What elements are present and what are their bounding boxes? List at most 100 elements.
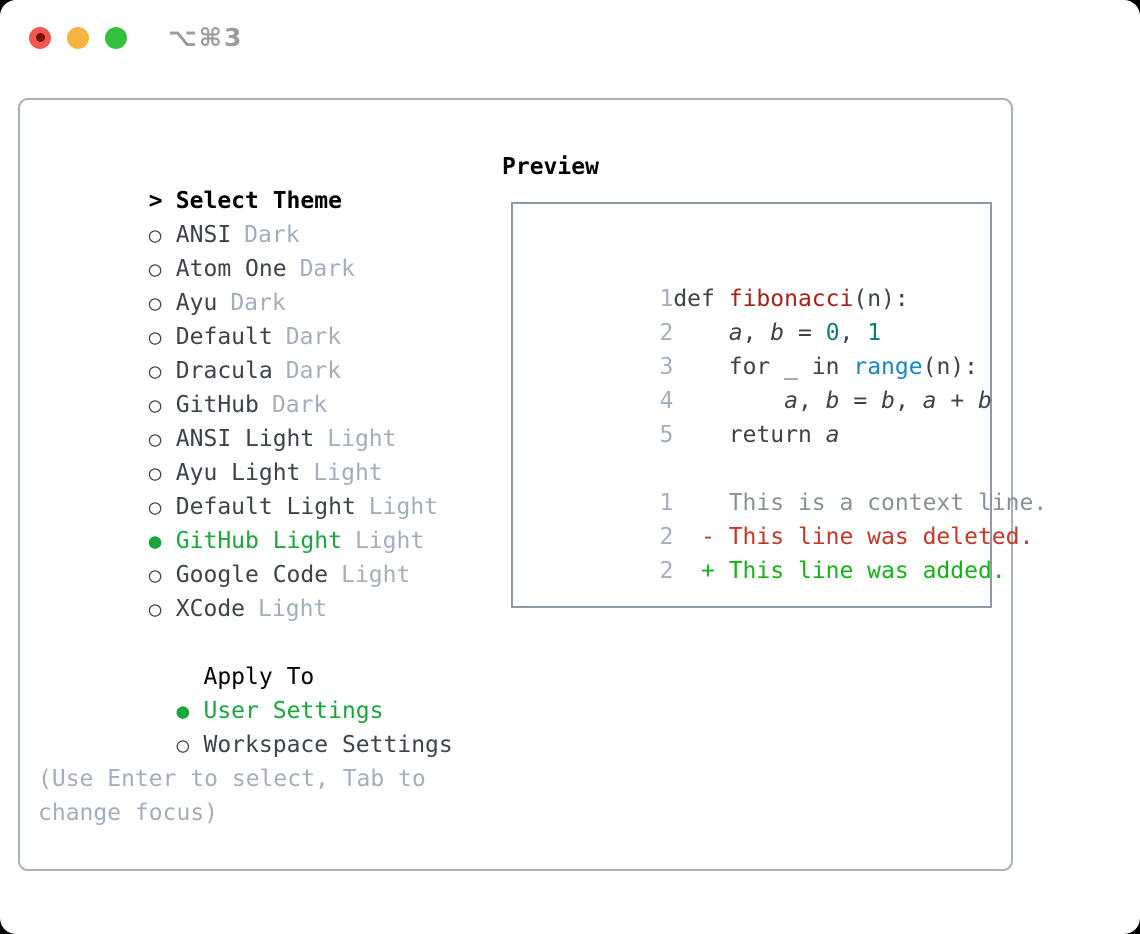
radio-icon [149, 456, 176, 490]
theme-variant: Light [258, 596, 328, 622]
theme-name: Ayu Light [175, 460, 301, 486]
diff-text: This line was added. [728, 558, 1006, 584]
radio-icon [176, 728, 203, 762]
theme-option-xcode[interactable]: XCode Light [38, 558, 502, 622]
code-token: , [839, 320, 868, 346]
code-token: , [742, 320, 771, 346]
code-line: 5 return a [521, 384, 982, 448]
line-number: 2 [659, 320, 674, 346]
line-number: 1 [659, 286, 674, 312]
apply-option-label: User Settings [203, 698, 384, 724]
diff-line-deleted: 2-This line was deleted. [521, 486, 1033, 550]
radio-icon [149, 320, 176, 354]
code-token: , [797, 388, 826, 414]
radio-icon [149, 388, 176, 422]
apply-option-label: Workspace Settings [203, 732, 453, 758]
zoom-button[interactable] [105, 26, 127, 49]
theme-variant: Dark [271, 392, 328, 418]
theme-name: Dracula [175, 358, 273, 384]
code-token: = [784, 320, 826, 346]
theme-name: Ayu [175, 290, 218, 316]
diff-line-added: 2 + This line was added. [521, 520, 1005, 584]
code-line: 3 for _ in range(n): [521, 316, 982, 380]
theme-name: XCode [175, 596, 246, 622]
theme-variant: Light [327, 426, 397, 452]
code-line: 2 a, b = 0, 1 [521, 282, 982, 346]
line-number: 2 [659, 524, 674, 550]
close-button[interactable] [29, 26, 51, 49]
code-line: 4 a, b = b, a + b [521, 350, 991, 414]
radio-icon [149, 490, 176, 524]
apply-option-workspace-settings[interactable]: Workspace Settings [38, 694, 502, 758]
line-number: 1 [659, 490, 674, 516]
theme-name: ANSI [175, 222, 232, 248]
code-token: def [673, 286, 729, 312]
line-number: 4 [659, 388, 674, 414]
theme-variant: Dark [285, 324, 342, 350]
code-token: a [922, 388, 937, 414]
titlebar: ⌥⌘3 [0, 0, 1140, 75]
diff-line-context: 1 This is a context line. [521, 452, 1047, 516]
code-token: (n): [853, 286, 909, 312]
theme-option-github-dark[interactable]: GitHub Dark [38, 354, 502, 418]
apply-to-header: Apply To [203, 664, 315, 690]
minimize-button[interactable] [67, 26, 89, 49]
select-theme-header: Select Theme [175, 188, 342, 214]
theme-option-dracula-dark[interactable]: Dracula Dark [38, 320, 502, 384]
cursor-icon: > [148, 188, 163, 214]
diff-plus-sign: + [701, 558, 715, 584]
apply-to-header-row: Apply To [38, 626, 502, 690]
help-text: (Use Enter to select, Tab to change focu… [38, 766, 426, 826]
theme-name: Default Light [175, 494, 356, 520]
theme-option-google-code[interactable]: Google Code Light [38, 524, 502, 588]
theme-option-default-light[interactable]: Default Light Light [38, 456, 502, 520]
code-token: fibonacci [728, 286, 854, 312]
theme-option-ayu-dark[interactable]: Ayu Dark [38, 252, 502, 316]
theme-option-ayu-light[interactable]: Ayu Light Light [38, 422, 502, 486]
theme-variant: Light [368, 494, 439, 520]
radio-icon [149, 592, 176, 626]
radio-selected-icon [149, 524, 176, 558]
code-token: 1 [867, 320, 882, 346]
line-number: 3 [659, 354, 674, 380]
code-line: 1def fibonacci(n): [521, 248, 982, 312]
theme-name: Google Code [175, 562, 329, 588]
radio-icon [149, 354, 176, 388]
code-token: a [784, 388, 798, 414]
code-token: for _ in [673, 354, 854, 380]
code-token: a [728, 320, 743, 346]
code-token: b [825, 388, 840, 414]
preview-pane: 1def fibonacci(n): 2 a, b = 0, 1 3 for _… [511, 202, 1047, 608]
theme-name: GitHub [175, 392, 259, 418]
theme-variant: Light [341, 562, 411, 588]
theme-variant: Light [354, 528, 425, 554]
theme-variant: Dark [285, 358, 342, 384]
theme-option-github-light[interactable]: GitHub Light Light [38, 490, 502, 554]
code-token: a [825, 422, 840, 448]
select-theme-header-row: > Select Theme [38, 150, 502, 214]
diff-text: This line was deleted. [728, 524, 1034, 550]
theme-variant: Light [313, 460, 383, 486]
code-token: return [673, 422, 826, 448]
radio-icon [149, 286, 176, 320]
radio-icon [149, 558, 176, 592]
code-token: range [853, 354, 923, 380]
preview-header: Preview [502, 154, 599, 180]
apply-option-user-settings[interactable]: User Settings [38, 660, 502, 724]
radio-selected-icon [176, 694, 203, 728]
theme-variant: Dark [230, 290, 286, 316]
theme-option-ansi-light[interactable]: ANSI Light Light [38, 388, 502, 452]
theme-variant: Dark [299, 256, 355, 282]
theme-name: GitHub Light [175, 528, 342, 554]
radio-icon [149, 252, 176, 286]
diff-text: This is a context line. [728, 490, 1048, 516]
code-token: b [978, 388, 992, 414]
code-token: (n): [922, 354, 978, 380]
theme-name: ANSI Light [175, 426, 315, 452]
traffic-lights [29, 26, 127, 49]
